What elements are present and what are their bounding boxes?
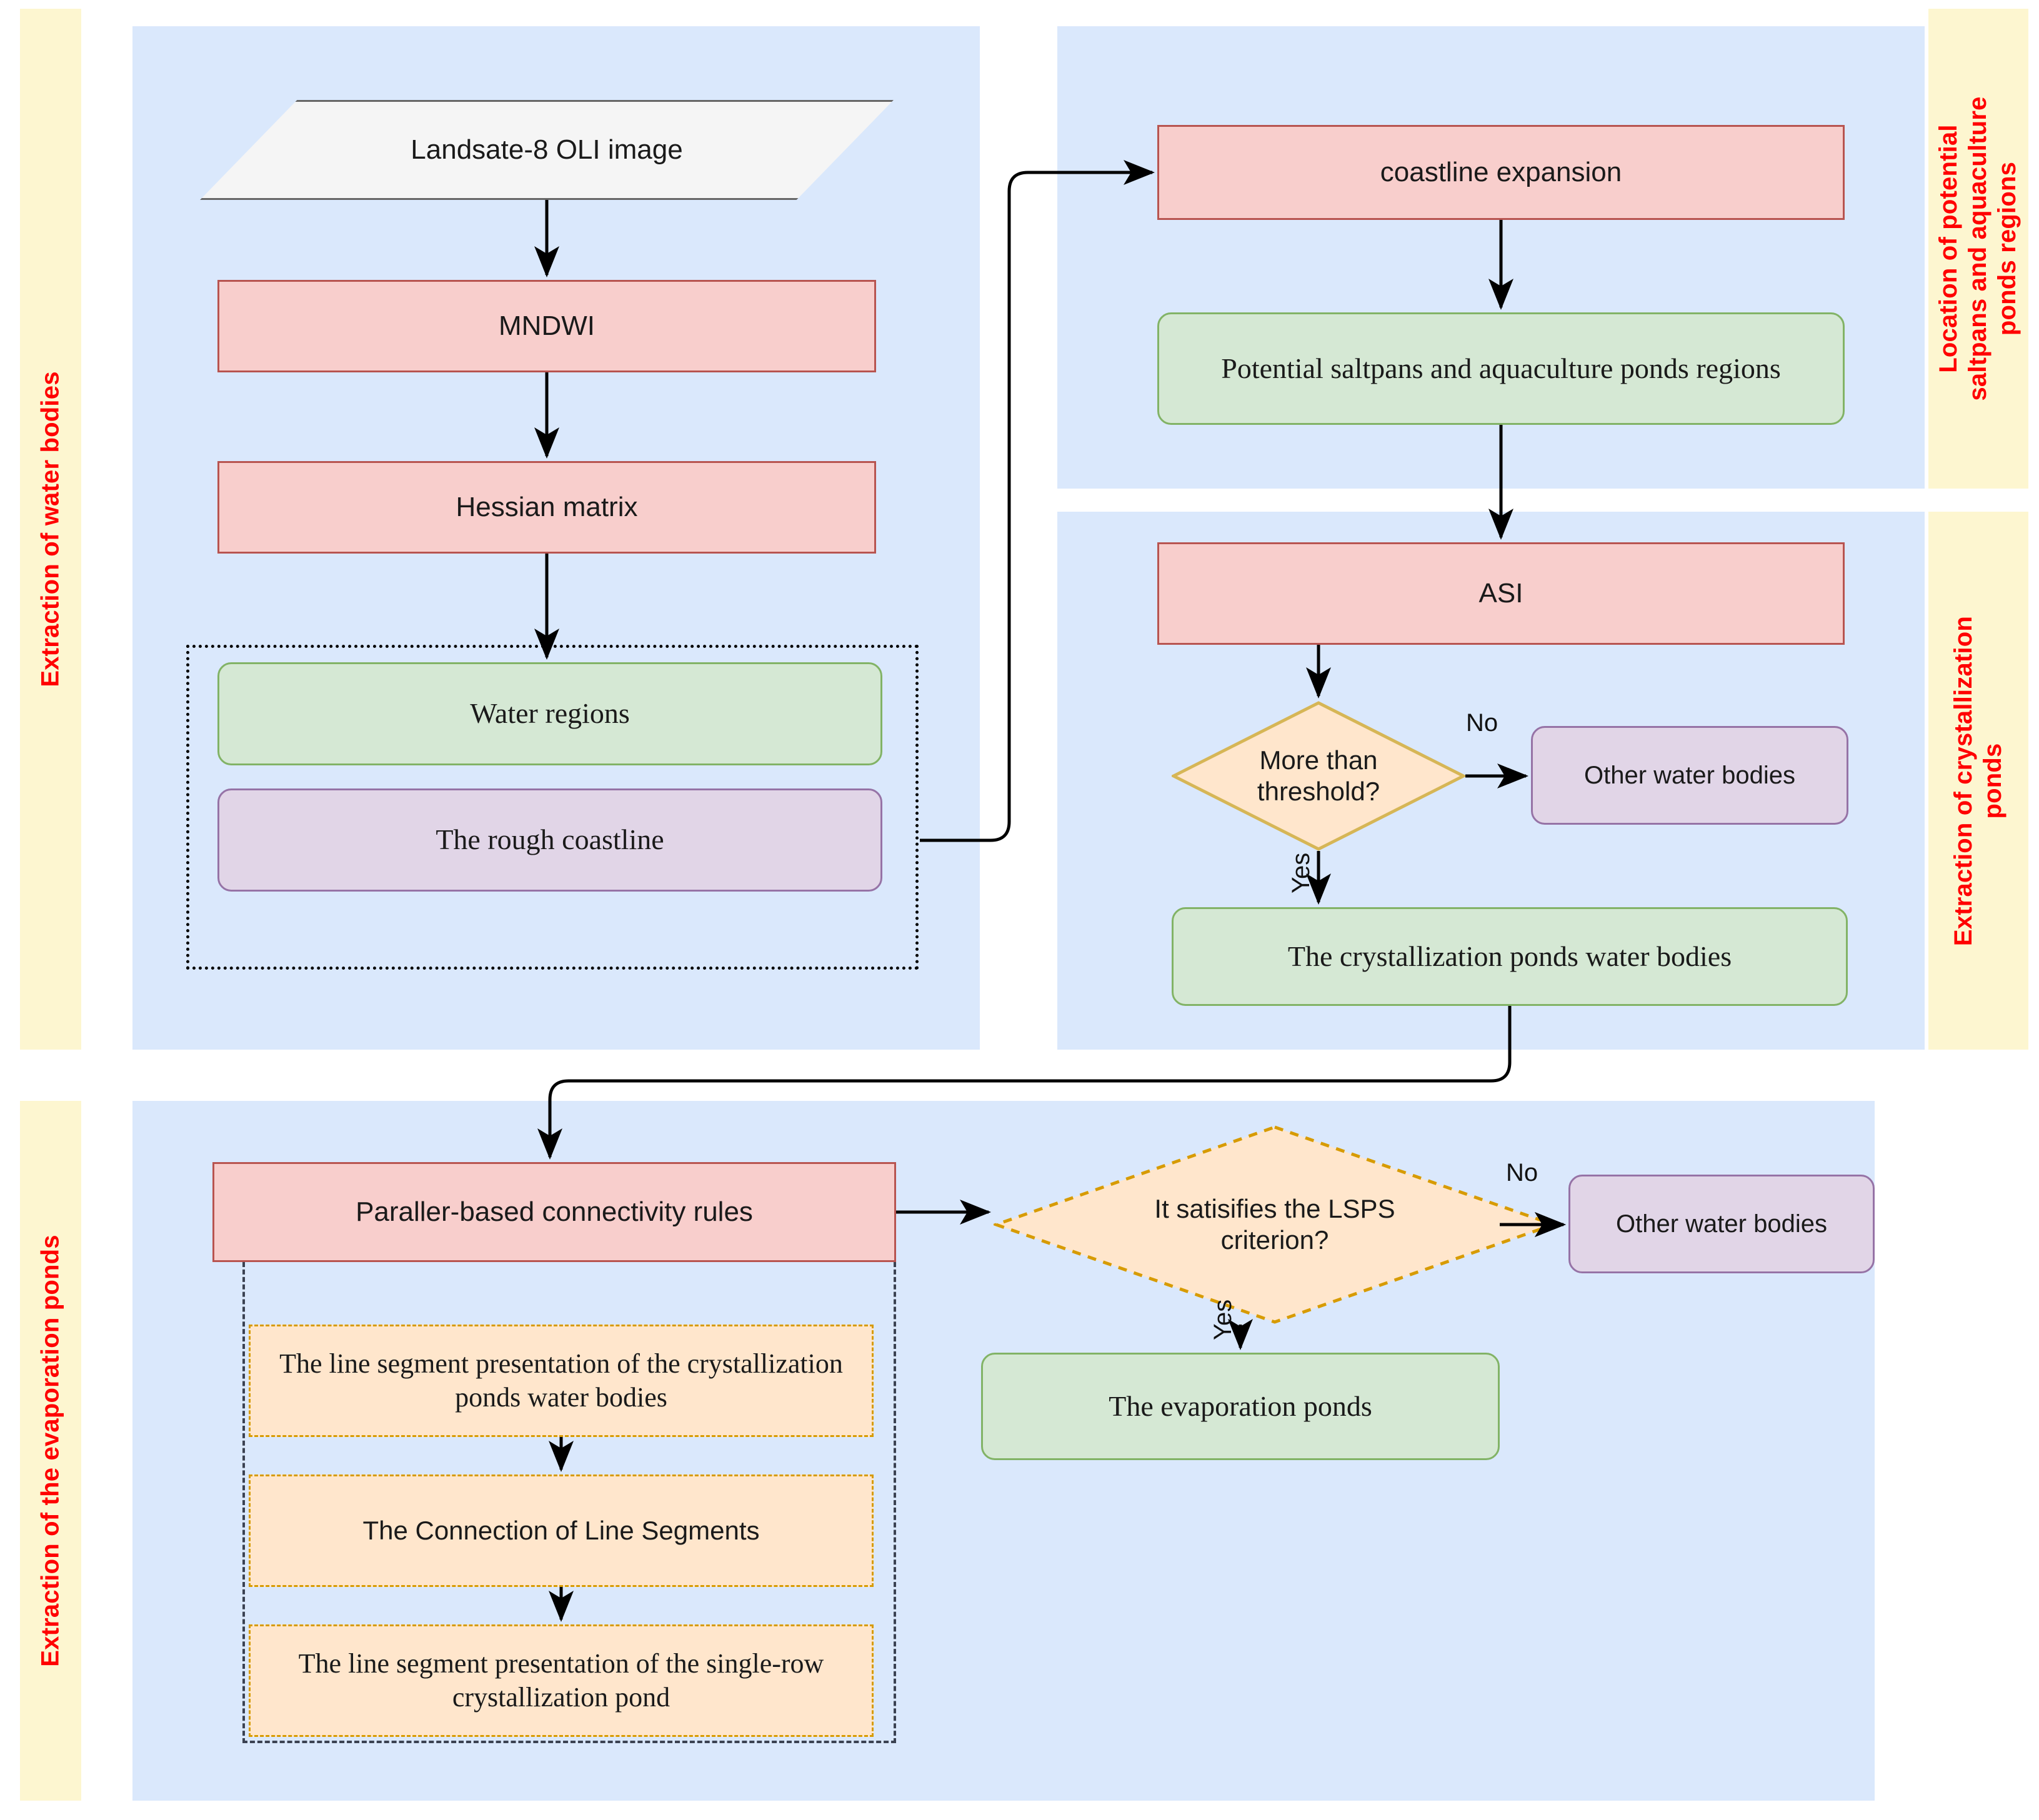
threshold-decision-node[interactable]: More than threshold? — [1172, 701, 1465, 851]
diamond-shape-dashed — [994, 1125, 1556, 1324]
lsps-decision-label: It satisifies the LSPS criterion? — [1154, 1193, 1395, 1255]
connectivity-rules-node[interactable]: Paraller-based connectivity rules — [212, 1162, 896, 1262]
line-segment-presentation-label: The line segment presentation of the cry… — [279, 1348, 843, 1413]
other-water-bodies-node-2[interactable]: Other water bodies — [1568, 1175, 1875, 1273]
mndwi-label: MNDWI — [499, 311, 595, 342]
connectivity-rules-label: Paraller-based connectivity rules — [356, 1196, 753, 1228]
parallelogram-shape — [200, 100, 894, 200]
asi-node[interactable]: ASI — [1157, 542, 1845, 645]
line-segment-presentation-node[interactable]: The line segment presentation of the cry… — [249, 1325, 874, 1437]
connection-of-line-segments-node[interactable]: The Connection of Line Segments — [249, 1474, 874, 1587]
crystallization-water-bodies-label: The crystallization ponds water bodies — [1287, 940, 1732, 972]
coastline-expansion-label: coastline expansion — [1380, 157, 1622, 188]
edge-label-threshold-no: No — [1466, 709, 1498, 737]
rough-coastline-label: The rough coastline — [436, 823, 664, 856]
other-water-bodies-label-1: Other water bodies — [1584, 761, 1795, 789]
edge-label-lsps-no: No — [1506, 1159, 1538, 1186]
lsps-decision-node[interactable]: It satisifies the LSPS criterion? — [994, 1125, 1556, 1325]
band-label-left-bottom: Extraction of the evaporation ponds — [36, 1235, 64, 1667]
coastline-expansion-node[interactable]: coastline expansion — [1157, 125, 1845, 220]
band-extraction-of-water-bodies: Extraction of water bodies — [20, 9, 81, 1050]
hessian-matrix-label: Hessian matrix — [456, 492, 638, 523]
band-label-right-mid: Extraction of crystallization ponds — [1949, 615, 2007, 946]
potential-regions-node[interactable]: Potential saltpans and aquaculture ponds… — [1157, 312, 1845, 425]
connectivity-substeps-frame — [242, 1262, 896, 1743]
band-location-of-potential-regions: Location of potential saltpans and aquac… — [1928, 9, 2028, 489]
band-label-right-top: Location of potential saltpans and aquac… — [1935, 96, 2022, 401]
evaporation-ponds-node[interactable]: The evaporation ponds — [981, 1353, 1500, 1460]
crystallization-water-bodies-node[interactable]: The crystallization ponds water bodies — [1172, 907, 1848, 1006]
water-regions-label: Water regions — [470, 697, 630, 730]
single-row-presentation-node[interactable]: The line segment presentation of the sin… — [249, 1624, 874, 1737]
band-extraction-of-evaporation-ponds: Extraction of the evaporation ponds — [20, 1101, 81, 1801]
connection-of-line-segments-label: The Connection of Line Segments — [362, 1516, 760, 1546]
other-water-bodies-node-1[interactable]: Other water bodies — [1531, 726, 1848, 825]
landsat-image-label: Landsate-8 OLI image — [411, 134, 683, 165]
rough-coastline-node[interactable]: The rough coastline — [217, 788, 882, 892]
landsat-image-node[interactable]: Landsate-8 OLI image — [200, 100, 894, 200]
band-extraction-of-crystallization-ponds: Extraction of crystallization ponds — [1928, 512, 2028, 1050]
water-regions-node[interactable]: Water regions — [217, 662, 882, 765]
diamond-shape — [1172, 701, 1465, 851]
hessian-matrix-node[interactable]: Hessian matrix — [217, 461, 876, 554]
mndwi-node[interactable]: MNDWI — [217, 280, 876, 372]
asi-label: ASI — [1478, 578, 1523, 609]
evaporation-ponds-label: The evaporation ponds — [1109, 1390, 1372, 1422]
band-label-left-top: Extraction of water bodies — [36, 371, 64, 687]
other-water-bodies-label-2: Other water bodies — [1616, 1210, 1827, 1238]
threshold-decision-label: More than threshold? — [1257, 745, 1380, 806]
potential-regions-label: Potential saltpans and aquaculture ponds… — [1221, 352, 1781, 384]
edge-label-threshold-yes: Yes — [1287, 852, 1315, 893]
single-row-presentation-label: The line segment presentation of the sin… — [298, 1648, 824, 1713]
